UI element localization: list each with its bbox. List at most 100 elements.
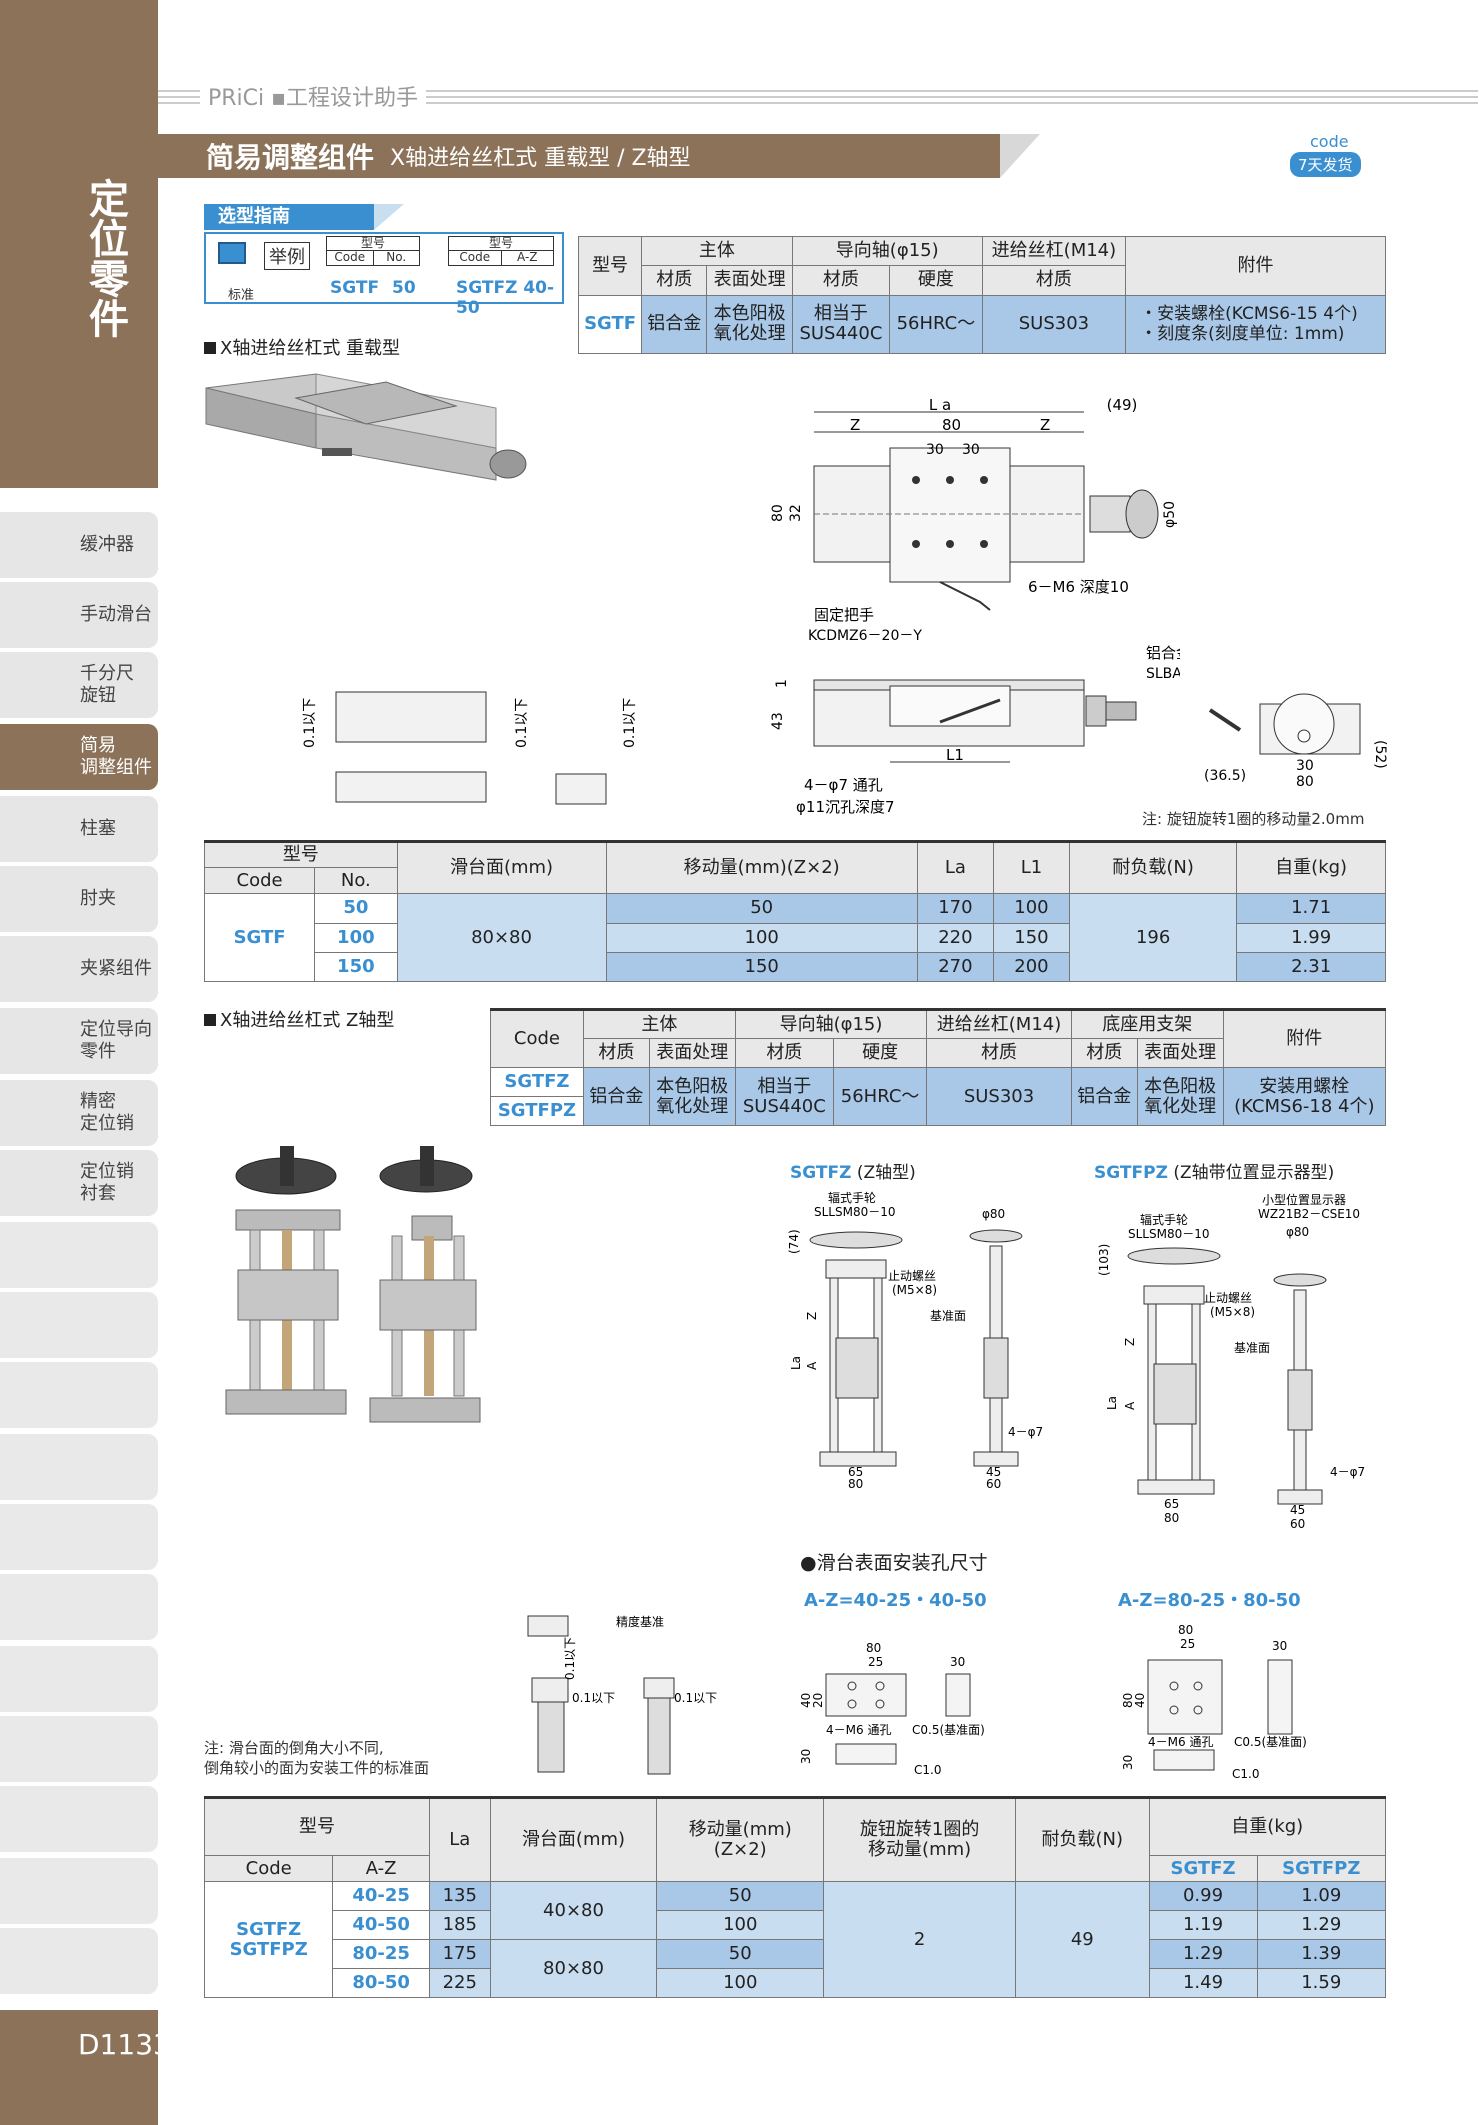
th-az: A-Z [332, 1855, 430, 1882]
th-screw: 进给丝杠(M14) [981, 235, 1127, 267]
dim-47-p: 4－φ7 [1330, 1465, 1365, 1479]
sidebar-empty-tab [0, 1574, 158, 1640]
sidebar-item-plunger[interactable]: 柱塞 [0, 796, 158, 862]
badge-code: code [1310, 132, 1349, 151]
brand-text: PRiCi ▪工程设计助手 [200, 80, 427, 112]
sidebar-item-manual-stage[interactable]: 手动滑台 [0, 582, 158, 648]
table-row: 80-50 225 100 1.49 1.59 [205, 1968, 1387, 1998]
dim-25h: 25 [868, 1655, 883, 1669]
td-weight-zp: 1.39 [1256, 1939, 1387, 1969]
td-stroke: 50 [605, 893, 918, 924]
th-material: 材质 [734, 1038, 834, 1068]
page-number: D1133 [0, 2010, 171, 2125]
sidebar-item-locating-guide[interactable]: 定位导向 零件 [0, 1008, 158, 1074]
sidebar-item-label: 肘夹 [80, 888, 116, 909]
z-code: SGTFZ [790, 1163, 852, 1183]
th-surface: 表面处理 [706, 265, 793, 296]
dim-phi80: φ80 [982, 1207, 1005, 1221]
title-bar: 简易调整组件 X轴进给丝杠式 重载型 / Z轴型 [158, 134, 1000, 178]
dim-20h: 20 [811, 1693, 825, 1708]
example-code: SGTF [330, 278, 380, 298]
td-weight-z: 1.49 [1148, 1968, 1258, 1998]
th-material: 材质 [1070, 1038, 1138, 1068]
sidebar-empty-tab [0, 1858, 158, 1924]
sidebar-item-toggle-clamp[interactable]: 肘夹 [0, 866, 158, 932]
td-code: SGTFZ [490, 1067, 584, 1097]
note-knob: 注: 旋钮旋转1圈的移动量2.0mm [1142, 810, 1365, 828]
td-l1: 150 [992, 922, 1071, 953]
td-az: 80-25 [332, 1939, 430, 1969]
drawing-top-view: L a (49) Z 80 Z 30 30 80 32 φ50 6－M6 深度1… [770, 398, 1178, 644]
th-rotation: 旋钮旋转1圈的 移动量(mm) [823, 1797, 1017, 1882]
drawing-holes-80: 80 25 30 80 40 4－M6 通孔 C0.5(基准面) 30 C1.0 [1121, 1623, 1307, 1780]
product-image-heavy [205, 373, 527, 481]
stop-size: (M5×8) [892, 1283, 937, 1297]
td-hardness: 56HRC～ [832, 1067, 928, 1126]
prec-v3: 0.1以下 [674, 1691, 717, 1705]
section-title-heavy: X轴进给丝杠式 重载型 [204, 334, 400, 360]
table-row: 80-25 175 80×80 50 1.29 1.39 [205, 1939, 1387, 1998]
sidebar-empty-tab [0, 1222, 158, 1288]
hw-label-p: 辐式手轮 [1140, 1212, 1188, 1227]
sidebar-item-micrometer[interactable]: 千分尺 旋钮 [0, 652, 158, 718]
dim-40v2: 40 [1133, 1693, 1147, 1708]
dim-52: (52) [1372, 740, 1388, 769]
td-l1: 200 [992, 951, 1071, 983]
hw-code: SLLSM80－10 [814, 1205, 896, 1219]
dim-60-p: 60 [1290, 1517, 1305, 1531]
disp-label: 小型位置显示器 [1262, 1192, 1346, 1207]
td-no: 100 [314, 922, 398, 953]
dim-80v2: 80 [1121, 1693, 1135, 1708]
table-row: SGTFZ SGTFPZ 40-25 135 40×80 50 2 49 0.9… [203, 1881, 1387, 1998]
table-row: 150 150 270 200 2.31 [205, 951, 1386, 983]
sidebar-item-simple-adjust[interactable]: 简易 调整组件 [0, 724, 158, 790]
dim-a-z: A [805, 1361, 819, 1370]
td-la: 185 [428, 1910, 491, 1940]
dim-80v: 80 [770, 504, 786, 522]
th-accessory: 附件 [1125, 236, 1386, 296]
td-stroke: 50 [656, 1939, 825, 1969]
td-weight-z: 1.29 [1148, 1939, 1258, 1969]
dim-60: 60 [986, 1477, 1001, 1490]
td-code: SGTFPZ [490, 1096, 584, 1126]
sidebar-item-buffer[interactable]: 缓冲器 [0, 512, 158, 578]
holes-subtitle-2: A-Z=80-25・80-50 [1118, 1590, 1301, 1611]
dim-25h2: 25 [1180, 1637, 1195, 1651]
dim-30a: 30 [926, 442, 944, 458]
dim-103: (103) [1097, 1244, 1111, 1276]
box-title: 型号 [327, 237, 419, 251]
dim-65: 65 [848, 1465, 863, 1479]
wheel-label: 铝合金压纹手轮 [1146, 644, 1180, 662]
th-material: 材质 [981, 265, 1127, 296]
th-la: La [428, 1797, 491, 1882]
para-1: 0.1以下 [302, 698, 318, 748]
sidebar-item-label: 千分尺 旋钮 [80, 663, 134, 706]
badge-days: 7天发货 [1290, 152, 1361, 177]
th-hardness: 硬度 [832, 1038, 928, 1068]
category-block: 定位零件 [0, 0, 158, 488]
sidebar-item-label: 缓冲器 [80, 534, 134, 555]
td-stroke: 100 [656, 1910, 825, 1940]
drawing-end-view: (52) (36.5) 30 80 [1204, 693, 1388, 790]
dim-36-5: (36.5) [1204, 768, 1246, 784]
dim-l1: L1 [946, 746, 964, 764]
example-label: 举例 [264, 242, 310, 270]
prec-v2: 0.1以下 [572, 1691, 615, 1705]
material-table-1: 型号主体导向轴(φ15)进给丝杠(M14)附件 材质表面处理材质硬度材质 SGT… [577, 235, 1386, 354]
sidebar-item-precision-pin[interactable]: 精密 定位销 [0, 1080, 158, 1146]
td-slide: 80×80 [396, 893, 607, 982]
td-weight-zp: 1.09 [1256, 1881, 1387, 1911]
para-2: 0.1以下 [514, 698, 530, 748]
td-weight: 1.99 [1236, 922, 1386, 953]
dim-1: 1 [774, 679, 790, 688]
td-la: 220 [916, 922, 994, 953]
th-screw: 进给丝杠(M14) [926, 1009, 1072, 1039]
base-label-p: 基准面 [1234, 1341, 1270, 1355]
th-weight: 自重(kg) [1148, 1797, 1386, 1856]
dim-la: L a [929, 398, 951, 414]
sidebar-item-clamp-unit[interactable]: 夹紧组件 [0, 936, 158, 1002]
sidebar: 定位零件 缓冲器 手动滑台 千分尺 旋钮 简易 调整组件 柱塞 肘夹 夹紧组件 … [0, 0, 171, 2125]
dim-50: φ50 [1162, 501, 1178, 528]
sidebar-item-pin-bushing[interactable]: 定位销 衬套 [0, 1150, 158, 1216]
